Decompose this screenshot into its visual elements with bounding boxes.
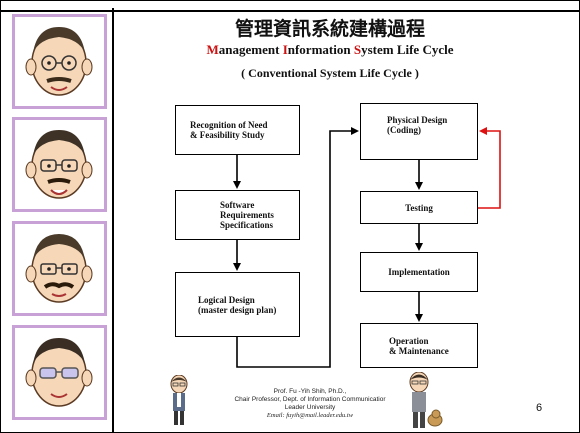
footer-position: Chair Professor, Dept. of Information Co… <box>234 396 386 403</box>
avatar-caricature <box>12 117 107 212</box>
caricature-face-icon <box>25 338 93 407</box>
box-recognition: Recognition of Need & Feasibility Study <box>175 105 300 155</box>
caricature-face-icon <box>25 130 93 199</box>
avatar-caricature <box>12 221 107 316</box>
box-line: Recognition of Need <box>190 120 268 130</box>
title-initial-letter: I <box>282 42 288 57</box>
box-line: Logical Design <box>198 294 255 305</box>
caricature-face-icon <box>25 27 93 96</box>
footer-name: Prof. Fu -Yih Shih, Ph.D., <box>273 388 347 395</box>
avatar-caricature <box>12 14 107 109</box>
box-line: Requirements <box>220 210 274 220</box>
box-line: Physical Design <box>387 115 448 125</box>
page-number: 6 <box>536 402 543 414</box>
footer-university: Leader University <box>284 404 336 411</box>
box-line: Implementation <box>388 267 450 277</box>
title-text-part: nformation <box>287 42 354 57</box>
subtitle: ( Conventional System Life Cycle ) <box>241 66 419 80</box>
title-english: Management Information System Life Cycle <box>160 42 500 58</box>
professor-figure-icon <box>170 375 188 425</box>
top-border-line <box>0 10 580 12</box>
box-line: Software <box>220 200 255 210</box>
box-implementation: Implementation <box>360 252 478 292</box>
box-software-requirements: Software Requirements Specifications <box>175 190 300 240</box>
professor-with-dog-icon <box>409 372 443 428</box>
caricature-face-icon <box>25 234 93 303</box>
sidebar-divider <box>112 8 114 433</box>
box-line: & Maintenance <box>389 345 449 356</box>
box-line: Testing <box>405 202 433 213</box>
box-line: (master design plan) <box>198 304 277 315</box>
box-testing: Testing <box>360 191 478 224</box>
footer-email: Email: fuyih@mail.leader.edu.tw <box>266 412 354 419</box>
box-line: & Feasibility Study <box>190 130 265 140</box>
title-text-part: anagement <box>218 42 283 57</box>
box-line: (Coding) <box>387 125 422 135</box>
box-operation-maintenance: Operation & Maintenance <box>360 323 478 368</box>
footer-credits: Prof. Fu -Yih Shih, Ph.D., Chair Profess… <box>190 388 430 420</box>
avatar-caricature <box>12 325 107 420</box>
title-initial-letter: S <box>353 42 362 57</box>
title-chinese: 管理資訊系統建構過程 <box>234 18 425 40</box>
box-line: Operation <box>389 335 429 346</box>
box-physical-design: Physical Design (Coding) <box>360 103 478 160</box>
title-text-part: ystem Life Cycle <box>361 42 454 57</box>
title-initial-letter: M <box>206 42 219 57</box>
box-line: Specifications <box>220 220 273 230</box>
box-logical-design: Logical Design (master design plan) <box>175 272 300 337</box>
